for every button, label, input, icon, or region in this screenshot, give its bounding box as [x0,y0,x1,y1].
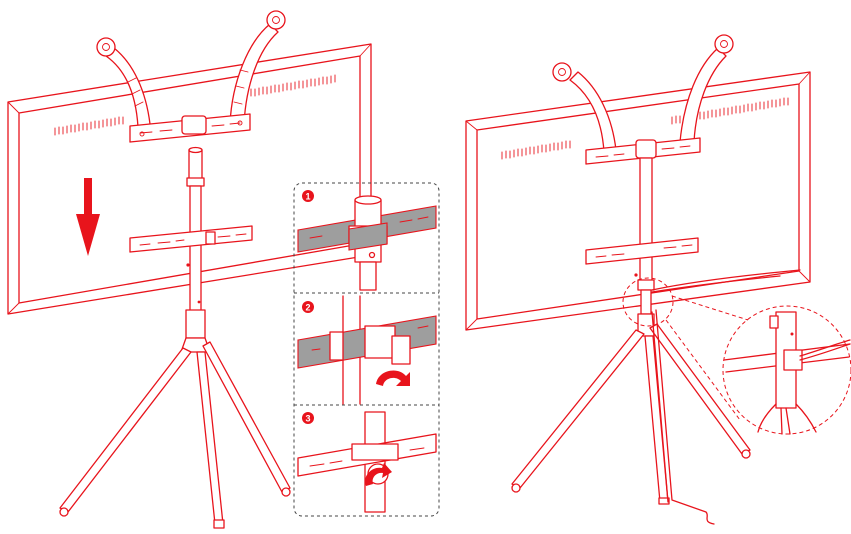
step-1-panel: 1 [297,190,437,291]
callout-marker [622,277,749,421]
right-pole [634,157,655,315]
rotate-arrow-icon [376,370,410,386]
step-2-panel: 2 [297,295,437,405]
power-cable [651,269,801,525]
left-illustration [7,10,372,529]
left-pole [186,146,205,313]
right-illustration [465,34,851,525]
left-top-bracket [129,113,251,143]
inset-steps-panel: 1 2 3 [293,182,440,517]
right-tv-panel [465,71,811,331]
down-arrow-icon [76,178,100,256]
right-mounting-arms [552,34,734,153]
left-tripod [59,309,291,529]
detail-zoom-circle [722,305,851,435]
right-lower-bracket [585,237,699,265]
left-lower-bracket [129,225,253,253]
right-top-bracket [585,137,701,165]
left-mounting-arms [96,10,286,128]
step-3-number: 3 [305,414,310,424]
left-vent-slots [54,74,336,136]
right-tripod [511,313,751,505]
step-3-panel: 3 [297,411,437,513]
step-2-number: 2 [305,303,310,313]
step-1-number: 1 [305,192,310,202]
